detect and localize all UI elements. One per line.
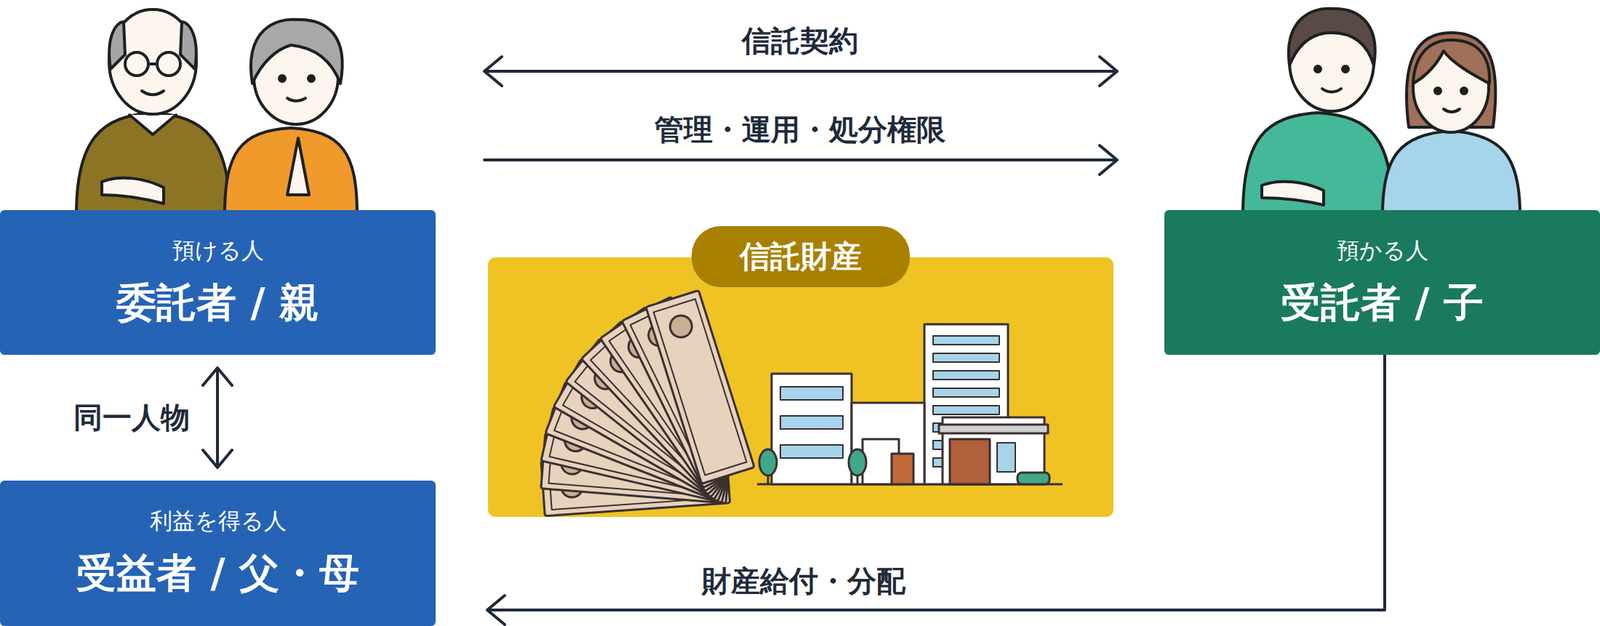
property-panel: 信託財産 [488,257,1114,518]
connector-arrow [484,56,1118,86]
panel-tab: 信託財産 [691,226,910,288]
role-box: 利益を得る人受益者 / 父・母 [0,480,436,626]
edge-label: 管理・運用・処分権限 [650,109,950,150]
money-buildings-illustration [488,257,1114,518]
role-box: 預ける人委託者 / 親 [0,210,436,355]
connector-arrow [484,145,1118,175]
edge-label: 同一人物 [69,397,195,438]
role-box: 預かる人受託者 / 子 [1164,210,1600,355]
role-title: 受託者 / 子 [1280,276,1483,331]
connector-arrow [202,368,232,468]
edge-label: 信託契約 [737,21,863,62]
role-caption: 預かる人 [1336,235,1429,267]
role-caption: 利益を得る人 [149,506,287,537]
role-caption: 預ける人 [172,235,264,267]
role-title: 受益者 / 父・母 [76,546,359,601]
edge-label: 財産給付・分配 [697,561,910,602]
role-title: 委託者 / 親 [116,276,319,331]
